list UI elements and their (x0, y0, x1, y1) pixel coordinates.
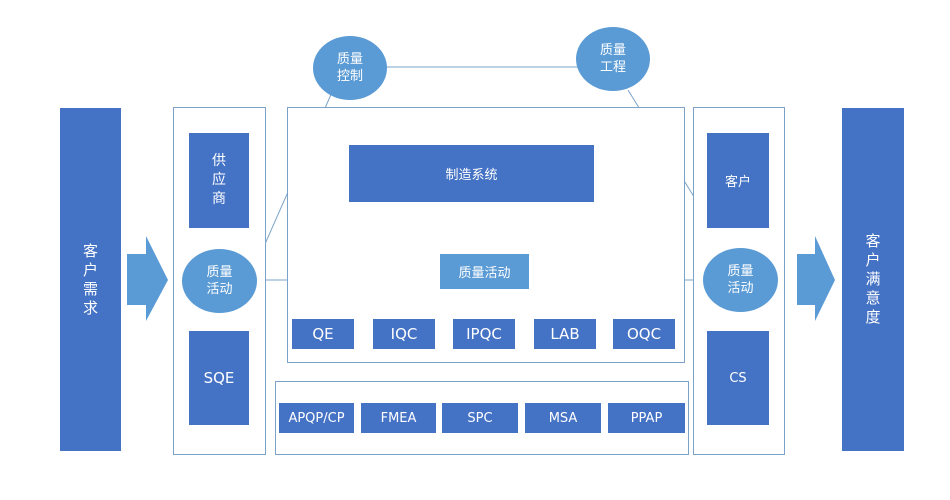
tool-apqp-label: APQP/CP (288, 410, 345, 426)
quality-control-node: 质量 控制 (313, 36, 387, 100)
tool-ppap-box: PPAP (608, 403, 685, 433)
customer-satisfaction-label: 客户满意度 (865, 232, 881, 326)
customer-demand-label: 客户需求 (82, 241, 98, 317)
tool-spc-label: SPC (467, 410, 493, 426)
dept-lab-box: LAB (534, 319, 596, 349)
right-quality-activity-node: 质量 活动 (703, 248, 778, 312)
manufacturing-system-box: 制造系统 (349, 145, 594, 202)
sqe-label: SQE (203, 369, 235, 387)
quality-engineering-node: 质量 工程 (576, 27, 650, 91)
customer-demand-bar: 客户需求 (60, 108, 121, 451)
quality-engineering-label: 质量 工程 (599, 43, 626, 75)
supplier-box: 供应商 (189, 133, 249, 228)
dept-ipqc-label: IPQC (466, 325, 502, 343)
tool-fmea-label: FMEA (380, 410, 417, 426)
right-arrow-icon (797, 236, 835, 321)
supplier-label: 供应商 (212, 153, 226, 207)
left-quality-activity-label: 质量 活动 (206, 265, 233, 297)
sqe-box: SQE (189, 331, 249, 425)
tool-ppap-label: PPAP (630, 410, 663, 426)
cs-box: CS (707, 331, 769, 425)
center-quality-activity-label: 质量活动 (458, 266, 511, 281)
dept-ipqc-box: IPQC (453, 319, 515, 349)
cs-label: CS (729, 370, 747, 386)
dept-oqc-label: OQC (626, 325, 662, 343)
tool-apqp-box: APQP/CP (279, 403, 354, 433)
dept-qe-label: QE (312, 325, 334, 343)
left-quality-activity-node: 质量 活动 (182, 249, 257, 313)
customer-box: 客户 (707, 133, 769, 228)
tool-msa-box: MSA (525, 403, 601, 433)
tool-fmea-box: FMEA (361, 403, 436, 433)
dept-iqc-label: IQC (390, 325, 418, 343)
tool-spc-box: SPC (442, 403, 518, 433)
dept-lab-label: LAB (550, 325, 580, 343)
center-quality-activity-box: 质量活动 (440, 254, 529, 289)
customer-satisfaction-bar: 客户满意度 (842, 108, 904, 451)
dept-qe-box: QE (292, 319, 354, 349)
tool-msa-label: MSA (548, 410, 578, 426)
dept-oqc-box: OQC (613, 319, 675, 349)
quality-control-label: 质量 控制 (336, 52, 363, 84)
dept-iqc-box: IQC (373, 319, 435, 349)
manufacturing-system-label: 制造系统 (445, 168, 498, 183)
left-arrow-icon (127, 236, 168, 321)
right-quality-activity-label: 质量 活动 (727, 264, 754, 296)
customer-label: 客户 (724, 175, 751, 190)
